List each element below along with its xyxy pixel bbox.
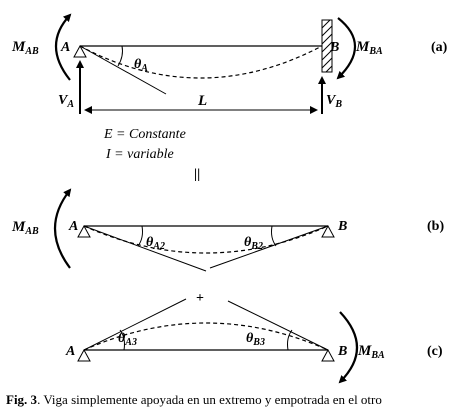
moment-arc-right-c (338, 311, 359, 384)
tangent-line-left-c (83, 298, 187, 351)
plus-sign: + (196, 291, 204, 306)
node-a-label-c: A (65, 344, 75, 359)
length-label-a: L (197, 93, 207, 109)
theta-arc-left-b (137, 225, 143, 247)
note-e-constant: E = Constante (103, 127, 186, 142)
tangent-line-right-b (209, 225, 329, 269)
caption-text: . Viga simplemente apoyada en un extremo… (37, 392, 382, 407)
moment-label-right-c: MBA (357, 343, 385, 361)
pin-support-right-c (321, 348, 335, 362)
panel-label-b: (b) (427, 219, 444, 234)
theta-label-right-b: θB2 (244, 235, 263, 252)
theta-label-left-c: θA3 (118, 331, 137, 348)
panel-label-a: (a) (431, 40, 448, 55)
equals-sign: || (194, 167, 200, 182)
figure-caption: Fig. 3. Viga simplemente apoyada en un e… (6, 392, 382, 407)
tangent-line-right-c (227, 300, 329, 351)
node-a-label-b: A (68, 219, 78, 234)
tangent-line-a (79, 45, 167, 95)
theta-arc-right-b (271, 225, 277, 247)
note-i-variable: I = variable (105, 147, 174, 162)
deflection-curve-b (83, 225, 329, 254)
tangent-line-left-b (83, 225, 207, 272)
pin-support-right-b (321, 224, 335, 238)
deflection-curve-a (79, 45, 323, 79)
panel-label-c: (c) (427, 344, 443, 359)
node-b-label-a: B (329, 40, 339, 55)
moment-label-left-a: MAB (11, 39, 39, 57)
panel-a: MAB A θA B MBA (11, 13, 448, 182)
deflection-curve-c (83, 322, 329, 351)
pin-support-a (73, 44, 87, 58)
theta-arc-a (117, 45, 123, 67)
node-b-label-b: B (337, 219, 347, 234)
moment-arc-left-a (55, 13, 72, 81)
moment-arc-left-b (53, 188, 72, 269)
moment-label-right-a: MBA (355, 39, 383, 57)
pin-support-left-c (77, 348, 91, 362)
reaction-label-right-a: VB (326, 93, 342, 110)
panel-b: MAB A θA2 θB2 B (b) + (11, 188, 444, 306)
reaction-label-left-a: VA (58, 93, 74, 110)
node-b-label-c: B (337, 344, 347, 359)
panel-c: A θA3 θB3 B MBA (c) (65, 298, 443, 384)
node-a-label-a: A (60, 40, 70, 55)
caption-label: Fig. 3 (6, 392, 38, 407)
theta-label-right-c: θB3 (246, 331, 265, 348)
theta-label-a: θA (134, 57, 148, 74)
theta-arc-left-c (119, 329, 125, 351)
fixed-support-a (321, 19, 333, 73)
theta-label-left-b: θA2 (146, 235, 165, 252)
theta-arc-right-c (287, 329, 293, 351)
pin-support-left-b (77, 224, 91, 238)
moment-label-left-b: MAB (11, 219, 39, 237)
moment-arc-right-a (336, 17, 356, 80)
